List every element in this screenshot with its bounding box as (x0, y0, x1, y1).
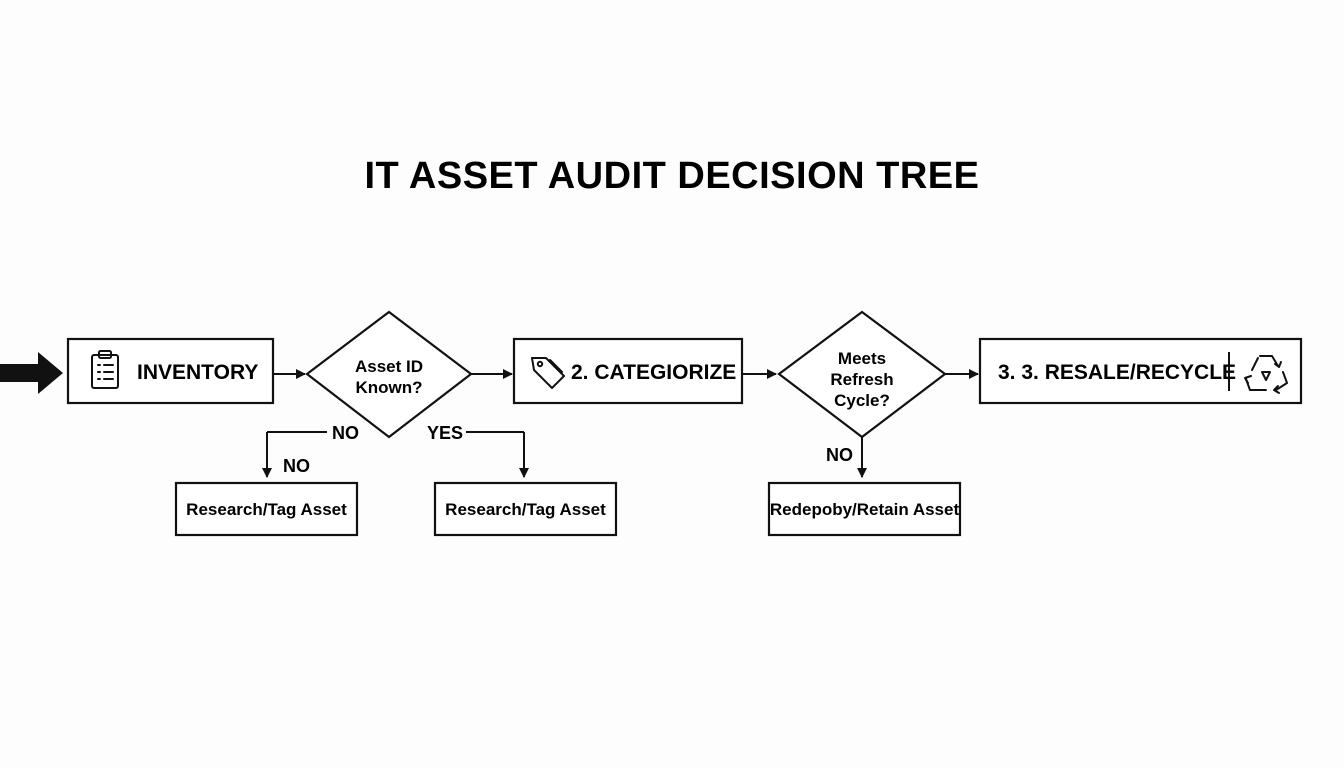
refresh-line2: Refresh (830, 370, 893, 389)
asset-id-line1: Asset ID (355, 357, 423, 376)
yes-label: YES (427, 423, 463, 443)
entry-arrow (0, 352, 63, 394)
research-tag-yes-node[interactable]: Research/Tag Asset (433, 481, 618, 537)
no-label-side: NO (283, 456, 310, 476)
edge-refresh-no: NO (826, 437, 867, 478)
edge-asset-id-no: NO NO (262, 423, 359, 478)
clipboard-icon (91, 350, 119, 389)
recycle-icon (1244, 355, 1288, 394)
inventory-node[interactable]: INVENTORY (66, 337, 275, 405)
categorize-label: 2. CATEGIORIZE (571, 361, 736, 384)
refresh-line3: Cycle? (834, 391, 890, 410)
asset-id-decision[interactable]: Asset ID Known? (305, 310, 473, 439)
edge-asset-id-yes: YES (427, 423, 529, 478)
refresh-decision[interactable]: Meets Refresh Cycle? (777, 310, 947, 439)
research-tag-yes-label: Research/Tag Asset (445, 500, 606, 519)
no-label-top: NO (332, 423, 359, 443)
page-title: IT ASSET AUDIT DECISION TREE (364, 155, 979, 197)
asset-id-line2: Known? (355, 378, 422, 397)
categorize-node[interactable]: 2. CATEGIORIZE (512, 337, 744, 405)
resale-label: 3. 3. RESALE/RECYCLE (998, 361, 1236, 384)
tag-icon (531, 357, 565, 389)
refresh-no-label: NO (826, 445, 853, 465)
inventory-label: INVENTORY (137, 361, 258, 384)
redeploy-node[interactable]: Redepoby/Retain Asset (767, 481, 962, 537)
refresh-line1: Meets (838, 349, 886, 368)
research-tag-no-node[interactable]: Research/Tag Asset (174, 481, 359, 537)
redeploy-label: Redepoby/Retain Asset (770, 500, 960, 519)
resale-node[interactable]: 3. 3. RESALE/RECYCLE (978, 337, 1303, 405)
research-tag-no-label: Research/Tag Asset (186, 500, 347, 519)
